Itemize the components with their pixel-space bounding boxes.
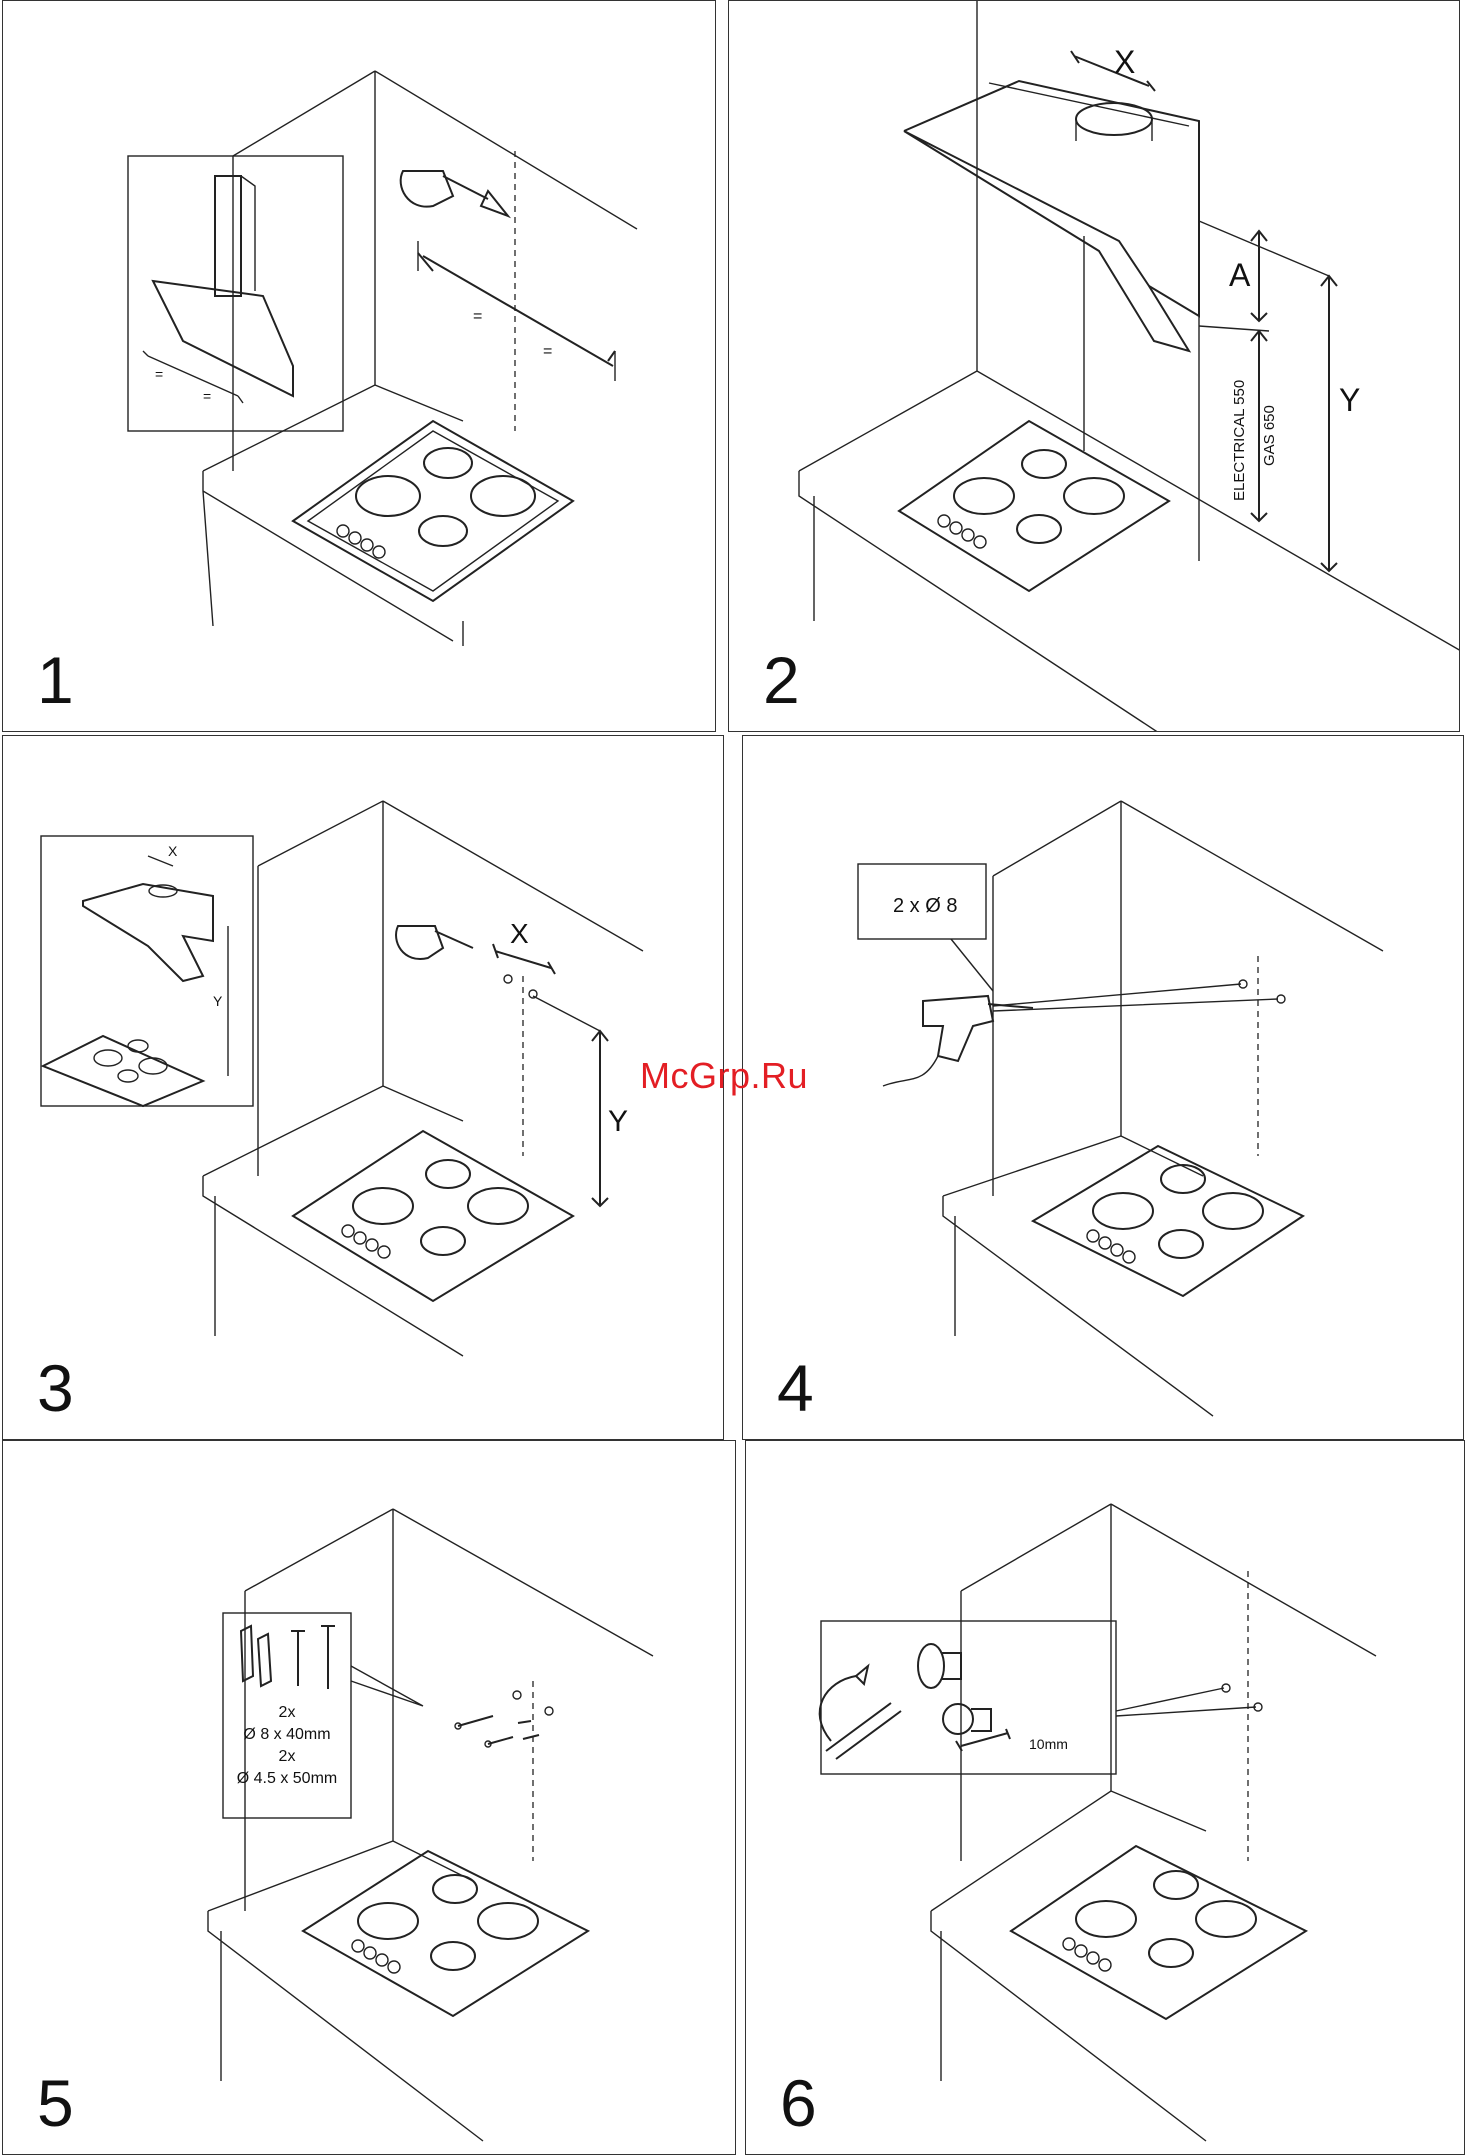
screw-size-label: Ø 4.5 x 50mm	[237, 1770, 337, 1787]
step-2-illustration: X A Y ELECTRICAL 550 GAS 650	[729, 1, 1460, 732]
inset-hood-box: = =	[128, 156, 343, 431]
label-electrical: ELECTRICAL 550	[1231, 380, 1248, 501]
hob	[1011, 1846, 1306, 2019]
panel-step-6: 10mm 6	[745, 1440, 1465, 2155]
hand-pencil-icon	[396, 926, 473, 959]
hob	[293, 421, 573, 601]
drill-spec-label: 2 x Ø 8	[893, 895, 957, 917]
step-5-illustration: 2x Ø 8 x 40mm 2x Ø 4.5 x 50mm	[3, 1441, 736, 2155]
screw-qty-label: 2x	[279, 1748, 296, 1765]
screws-on-wall	[455, 1691, 553, 1747]
label-gas: GAS 650	[1261, 405, 1278, 466]
step-number: 5	[37, 2070, 74, 2136]
hob	[303, 1851, 588, 2016]
step-6-illustration: 10mm	[746, 1441, 1465, 2155]
hand-pencil-icon	[401, 171, 508, 216]
hood	[904, 81, 1199, 561]
watermark: McGrp.Ru	[640, 1055, 808, 1097]
step-3-illustration: X Y X Y	[3, 736, 724, 1440]
screw-head-icon	[918, 1644, 991, 1734]
plug-size-label: Ø 8 x 40mm	[243, 1726, 330, 1743]
panel-step-1: = = = = 1	[2, 0, 716, 732]
step-number: 1	[37, 647, 74, 713]
step-number: 3	[37, 1355, 74, 1421]
dim-label-x: X	[510, 918, 529, 949]
step-number: 4	[777, 1355, 814, 1421]
inset-hood-box: X Y	[41, 836, 253, 1106]
drill-spec-callout: 2 x Ø 8	[858, 864, 993, 991]
panel-step-5: 2x Ø 8 x 40mm 2x Ø 4.5 x 50mm 5	[2, 1440, 736, 2155]
gap-label: 10mm	[1029, 1736, 1068, 1752]
svg-text:=: =	[155, 366, 163, 382]
dim-label-a: A	[1229, 257, 1251, 293]
svg-text:=: =	[543, 343, 552, 360]
inset-label-y: Y	[213, 993, 223, 1009]
panel-step-2: X A Y ELECTRICAL 550 GAS 650 2	[728, 0, 1460, 732]
step-1-illustration: = = = =	[3, 1, 716, 732]
hob	[899, 421, 1169, 591]
screw-detail-callout: 10mm	[820, 1621, 1116, 1774]
dim-label-y: Y	[608, 1105, 628, 1138]
drill-icon	[883, 996, 1033, 1086]
step-number: 6	[780, 2070, 817, 2136]
panel-step-3: X Y X Y 3	[2, 735, 724, 1440]
svg-text:=: =	[203, 388, 211, 404]
panel-step-4: 2 x Ø 8 4	[742, 735, 1464, 1440]
screwdriver-rotate-icon	[820, 1666, 901, 1759]
svg-text:=: =	[473, 308, 482, 325]
dim-label-y: Y	[1339, 382, 1360, 418]
hob	[293, 1131, 573, 1301]
dim-label-x: X	[1114, 44, 1135, 80]
step-number: 2	[763, 647, 800, 713]
plug-qty-label: 2x	[279, 1704, 296, 1721]
inset-label-x: X	[168, 843, 178, 859]
hob	[1033, 1146, 1303, 1296]
step-4-illustration: 2 x Ø 8	[743, 736, 1464, 1440]
